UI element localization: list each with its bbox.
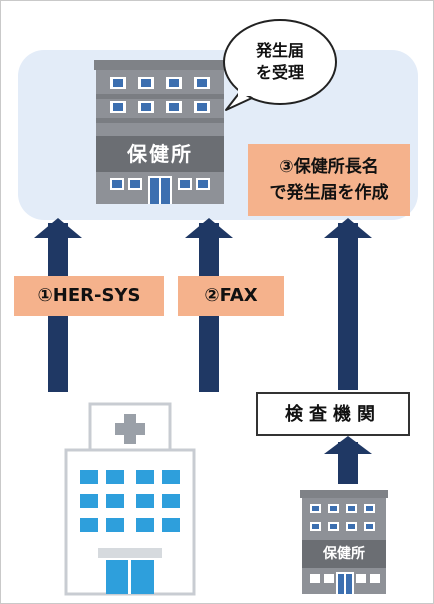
small-health-center-sign: 保健所 xyxy=(323,546,365,562)
health-center-building-icon xyxy=(94,60,226,204)
speech-bubble-text: 発生届 を受理 xyxy=(230,40,330,84)
arrow-lab-to-health-center xyxy=(324,218,372,390)
speech-bubble xyxy=(223,19,337,111)
speech-bubble-line-2: を受理 xyxy=(255,63,304,82)
route-create-line-2: で発生届を作成 xyxy=(269,183,389,203)
hospital-building-icon xyxy=(64,402,196,596)
lab-label: 検査機関 xyxy=(256,392,410,436)
route-create-line-1: ③保健所長名 xyxy=(279,157,379,177)
route-fax-label: ②FAX xyxy=(178,276,284,316)
arrow-small-health-center-to-lab xyxy=(324,436,372,484)
health-center-sign: 保健所 xyxy=(127,142,193,166)
small-health-center-building-icon xyxy=(300,490,388,594)
route-her-sys-label: ①HER-SYS xyxy=(14,276,164,316)
speech-bubble-line-1: 発生届 xyxy=(255,41,304,60)
route-create-notification-label: ③保健所長名 で発生届を作成 xyxy=(248,144,410,216)
